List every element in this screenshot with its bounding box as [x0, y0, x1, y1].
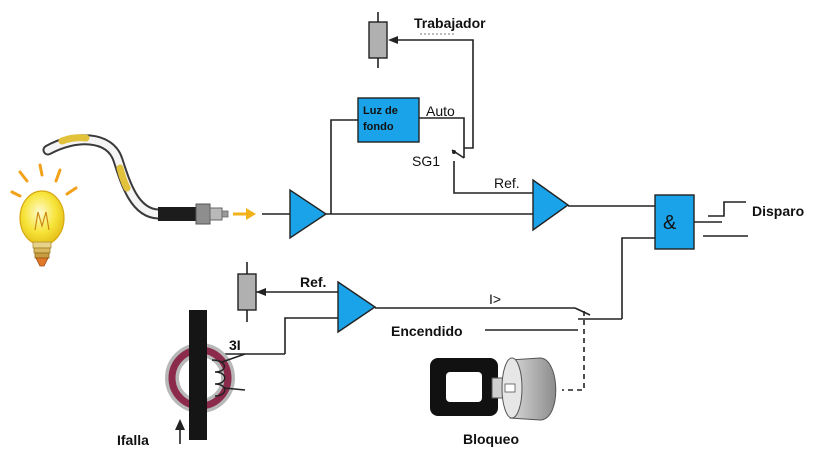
- wiring: [215, 39, 748, 391]
- label-trabajador: Trabajador: [414, 15, 486, 31]
- comparator-bottom: [337, 280, 377, 334]
- and-gate: [654, 194, 695, 250]
- luz-de-fondo-label-line2: fondo: [363, 121, 394, 133]
- light-bulb-icon: [10, 163, 78, 267]
- label-ifalla: Ifalla: [117, 432, 149, 448]
- label-encendido: Encendido: [391, 323, 463, 339]
- label-ref-bottom: Ref.: [300, 274, 326, 290]
- fiber-optic-cable: [42, 134, 229, 225]
- label-auto: Auto: [426, 103, 455, 119]
- and-gate-symbol: &: [663, 212, 677, 234]
- luz-de-fondo-label-line1: Luz de: [363, 105, 398, 117]
- potentiometer-bottom: [237, 262, 257, 322]
- label-i-gt: I>: [489, 291, 501, 307]
- label-bloqueo: Bloqueo: [463, 431, 519, 447]
- current-arrow-icon: [175, 419, 185, 444]
- potentiometer-top: [368, 12, 398, 68]
- label-3i: 3I: [229, 337, 241, 353]
- label-ref-top: Ref.: [494, 175, 520, 191]
- switch-pivot: [452, 150, 456, 154]
- comparator-top: [532, 178, 570, 232]
- amplifier-input: [289, 188, 328, 240]
- current-transformer-icon: [165, 310, 246, 440]
- light-arrow-icon: [233, 208, 256, 220]
- blocking-relay-icon: [430, 357, 557, 421]
- luz-de-fondo-block: [357, 97, 420, 143]
- label-disparo: Disparo: [752, 203, 804, 219]
- label-sg1: SG1: [412, 153, 440, 169]
